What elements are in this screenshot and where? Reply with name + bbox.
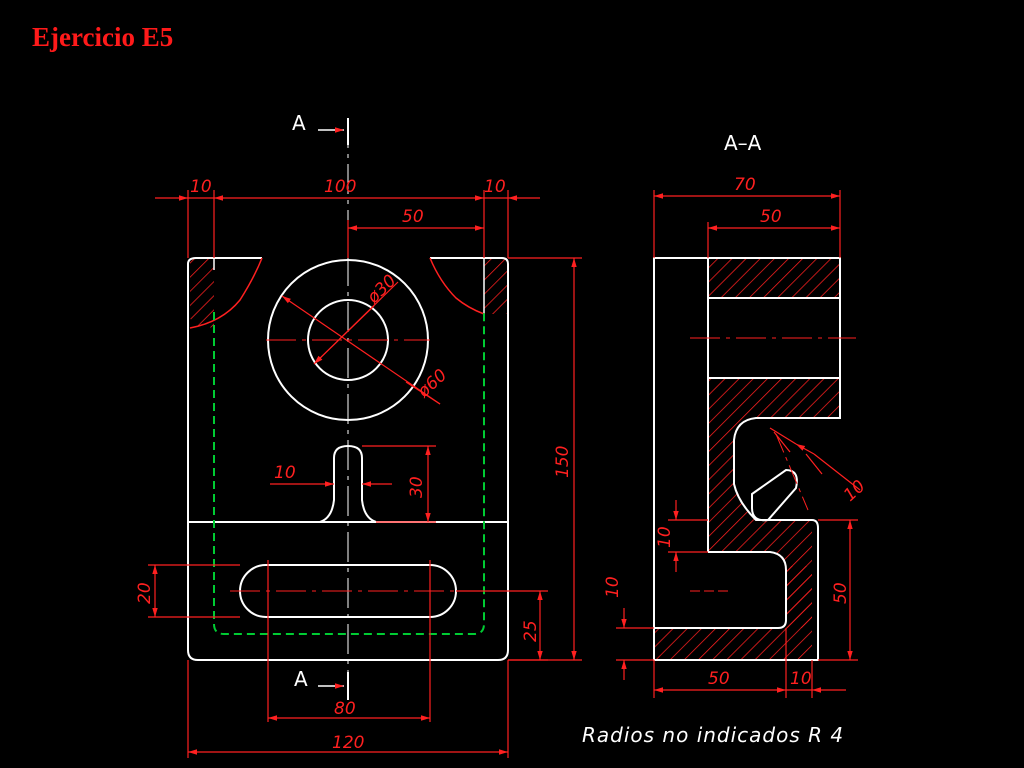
dim-20: 20	[135, 582, 155, 604]
hatch-top	[708, 258, 840, 298]
dim-150: 150	[553, 446, 573, 478]
inclined-slot	[751, 468, 798, 522]
dim-50-right: 50	[831, 582, 851, 604]
dim-25: 25	[521, 620, 541, 642]
front-hatch-left	[190, 258, 214, 328]
section-label-bottom: A	[294, 667, 308, 691]
front-outline	[187, 257, 509, 661]
dim-10-step: 10	[655, 526, 675, 548]
dim-30-slot: 30	[407, 476, 427, 498]
dim-phi30: ø30	[363, 271, 401, 308]
front-hatch-right	[484, 258, 508, 314]
dim-70: 70	[734, 175, 756, 195]
dim-10-bottom: 10	[790, 669, 812, 689]
dim-120: 120	[332, 733, 364, 753]
dim-phi60: ø60	[413, 365, 451, 402]
dim-10-inclined: 10	[840, 476, 869, 505]
section-outline	[653, 257, 841, 661]
dim-10-base: 10	[603, 576, 623, 598]
dim-10-right: 10	[484, 177, 506, 197]
dim-80: 80	[334, 699, 356, 719]
dim-100: 100	[324, 177, 356, 197]
section-view: A–A	[603, 131, 869, 698]
section-label-top: A	[292, 111, 306, 135]
dim-10-slot: 10	[274, 463, 296, 483]
page-title: Ejercicio E5	[32, 22, 174, 52]
front-break-left	[189, 257, 263, 329]
dim-50-front: 50	[402, 207, 424, 227]
dim-50-top: 50	[760, 207, 782, 227]
front-view: A A	[135, 111, 582, 758]
section-view-label: A–A	[724, 131, 762, 155]
dim-50-bottom: 50	[708, 669, 730, 689]
radius-note: Radios no indicados R 4	[582, 723, 844, 747]
dim-10-left: 10	[190, 177, 212, 197]
hidden-outline	[213, 312, 485, 635]
hatch-bottom	[654, 628, 812, 660]
front-break-right	[429, 257, 485, 315]
hatch-middle	[708, 378, 840, 628]
